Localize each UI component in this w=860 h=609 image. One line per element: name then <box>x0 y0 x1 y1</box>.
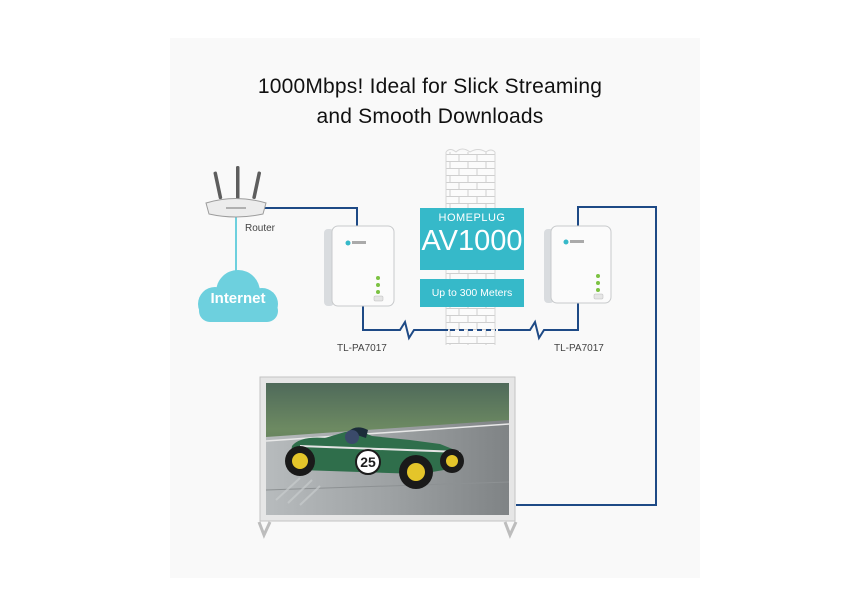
router-label: Router <box>245 223 276 234</box>
headline-line-2: and Smooth Downloads <box>316 105 544 128</box>
cloud-icon <box>198 270 278 322</box>
race-car-icon <box>285 427 464 489</box>
internet-label: Internet <box>210 290 266 307</box>
router-to-left-adapter-cable <box>262 207 358 231</box>
left-adapter-label: TL-PA7017 <box>337 343 387 354</box>
homeplug-label: HOMEPLUG <box>438 212 506 224</box>
race-car-number: 25 <box>360 454 376 470</box>
headline: 1000Mbps! Ideal for Slick Streaming and … <box>0 72 860 132</box>
cable-lines <box>262 206 657 506</box>
powerline-link <box>362 299 448 341</box>
right-adapter-to-tv-cable <box>516 206 657 506</box>
homeplug-badge: HOMEPLUG AV1000 <box>420 208 524 270</box>
range-badge: Up to 300 Meters <box>420 279 524 307</box>
right-adapter-label: TL-PA7017 <box>554 343 604 354</box>
router-icon <box>205 166 267 218</box>
powerline-adapter-icon <box>324 225 395 307</box>
powerline-link-right <box>498 302 579 341</box>
headline-line-1: 1000Mbps! Ideal for Slick Streaming <box>257 75 603 98</box>
speed-label: AV1000 <box>421 225 523 257</box>
powerline-adapter-icon <box>544 225 612 304</box>
